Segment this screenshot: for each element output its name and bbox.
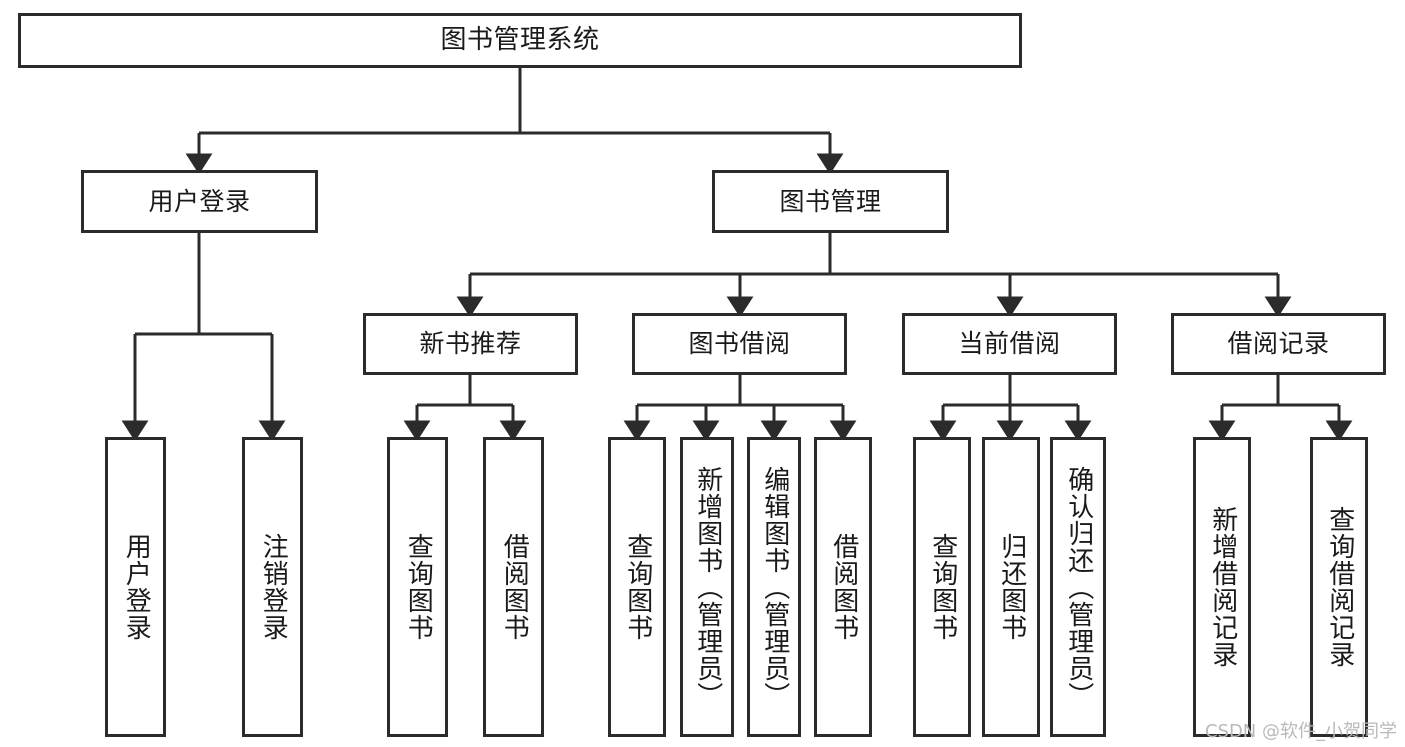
leaf-user-login[interactable]: 用户登录 xyxy=(105,437,166,737)
leaf-return-book[interactable]: 归还图书 xyxy=(982,437,1040,737)
node-label: 图书管理系统 xyxy=(440,25,600,56)
node-label: 查询图书 xyxy=(927,533,958,641)
leaf-borrow-book[interactable]: 借阅图书 xyxy=(814,437,872,737)
leaf-borrow-book-recommend[interactable]: 借阅图书 xyxy=(483,437,544,737)
node-label: 借阅图书 xyxy=(828,533,859,641)
node-user-login[interactable]: 用户登录 xyxy=(81,170,318,233)
node-book-borrow[interactable]: 图书借阅 xyxy=(632,313,847,375)
node-label: 新书推荐 xyxy=(419,329,522,359)
node-label: 用户登录 xyxy=(121,533,152,641)
leaf-query-book-recommend[interactable]: 查询图书 xyxy=(387,437,448,737)
node-label: 借阅图书 xyxy=(499,533,530,641)
node-borrow-record[interactable]: 借阅记录 xyxy=(1171,313,1386,375)
node-label: 当前借阅 xyxy=(958,329,1061,359)
node-label: 图书借阅 xyxy=(688,329,791,359)
node-label: 借阅记录 xyxy=(1227,329,1330,359)
node-label: 查询借阅记录 xyxy=(1324,506,1355,668)
leaf-confirm-return[interactable]: 确认归还（管理员） xyxy=(1050,437,1106,737)
leaf-query-borrow-record[interactable]: 查询借阅记录 xyxy=(1310,437,1368,737)
node-label: 新增借阅记录 xyxy=(1207,506,1238,668)
node-label: 查询图书 xyxy=(403,533,434,641)
node-label: 编辑图书（管理员） xyxy=(759,465,790,709)
node-new-book-recommend[interactable]: 新书推荐 xyxy=(363,313,578,375)
node-label: 确认归还（管理员） xyxy=(1063,465,1094,709)
leaf-add-borrow-record[interactable]: 新增借阅记录 xyxy=(1193,437,1251,737)
node-label: 查询图书 xyxy=(622,533,653,641)
leaf-add-book[interactable]: 新增图书（管理员） xyxy=(680,437,734,737)
node-book-manage[interactable]: 图书管理 xyxy=(712,170,949,233)
node-root-system[interactable]: 图书管理系统 xyxy=(18,13,1022,68)
leaf-query-book-borrow[interactable]: 查询图书 xyxy=(608,437,666,737)
leaf-edit-book[interactable]: 编辑图书（管理员） xyxy=(747,437,801,737)
node-label: 用户登录 xyxy=(148,186,251,216)
leaf-query-book-current[interactable]: 查询图书 xyxy=(913,437,971,737)
node-current-borrow[interactable]: 当前借阅 xyxy=(902,313,1117,375)
node-label: 注销登录 xyxy=(258,533,289,641)
node-label: 新增图书（管理员） xyxy=(692,465,723,709)
leaf-logout-login[interactable]: 注销登录 xyxy=(242,437,303,737)
node-label: 归还图书 xyxy=(996,533,1027,641)
csdn-watermark: CSDN @软件_小贺同学 xyxy=(1204,721,1397,742)
node-label: 图书管理 xyxy=(779,186,882,216)
